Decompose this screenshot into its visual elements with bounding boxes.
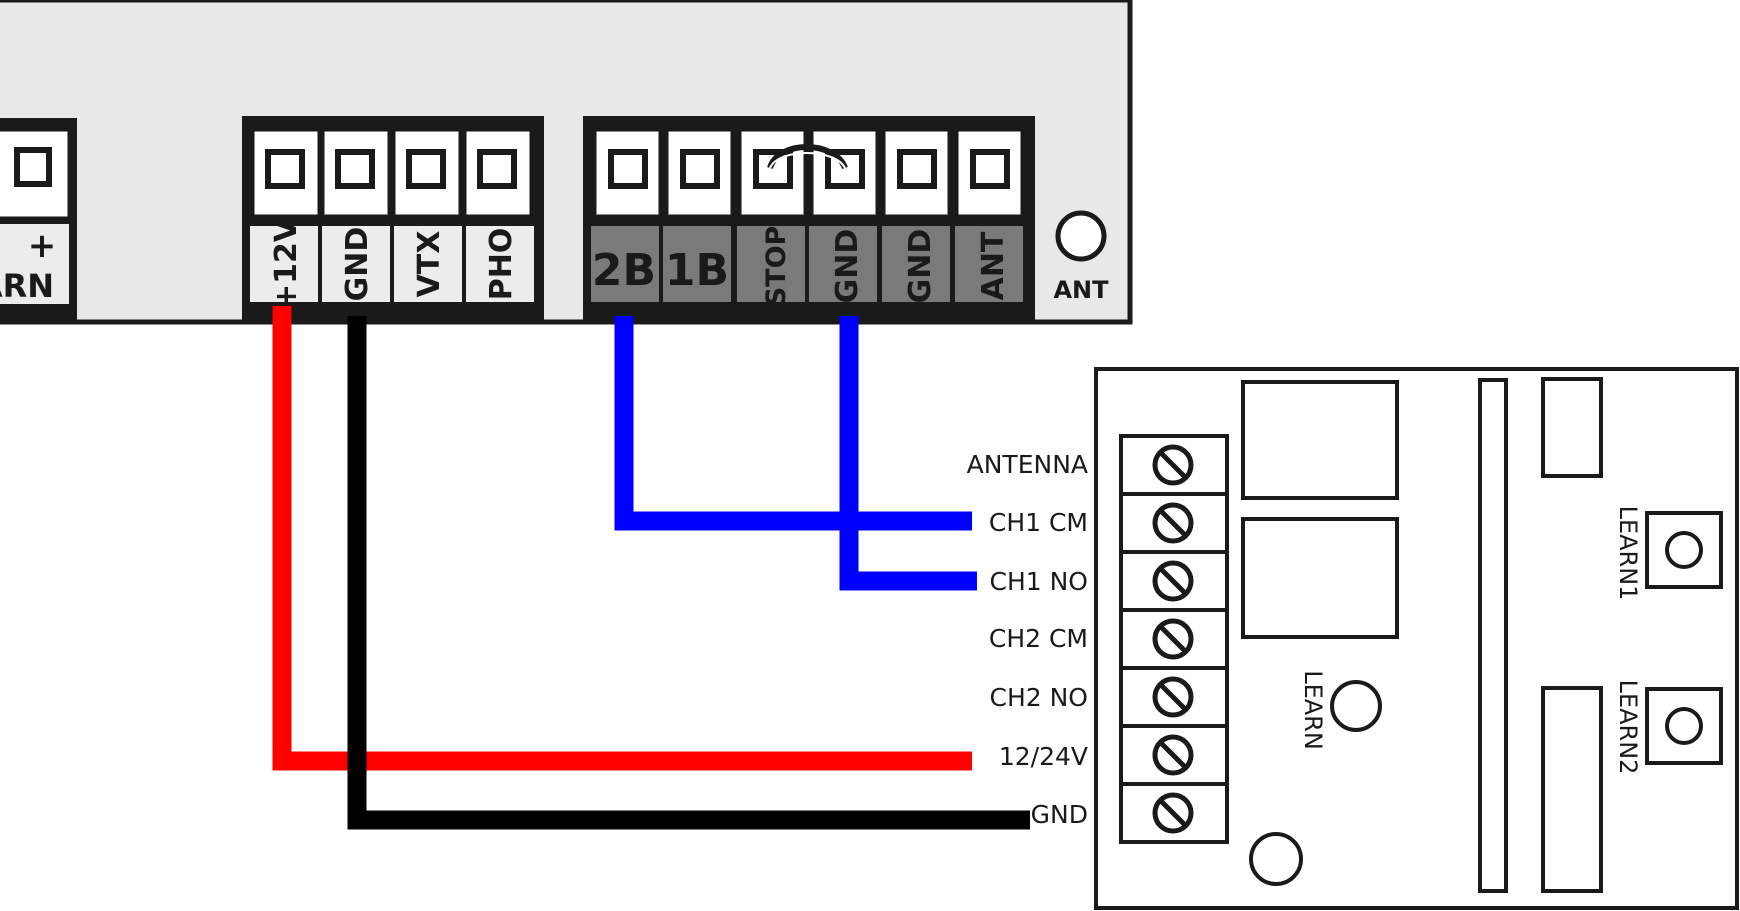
receiver-label-ch2-no: CH2 NO xyxy=(990,683,1089,712)
wire-red-12v xyxy=(272,306,972,771)
learn-label: LEARN xyxy=(1299,670,1327,750)
terminal-label-gnd-bg xyxy=(322,226,390,302)
wire-black-gnd xyxy=(347,316,1030,830)
learn1-label: LEARN1 xyxy=(1614,506,1642,601)
receiver-label-ch2-cm: CH2 CM xyxy=(989,624,1088,653)
left-terminal-fragment: + ARN xyxy=(0,118,77,322)
control-screw-row xyxy=(593,128,1024,218)
terminal-label-2b: 2B xyxy=(592,245,656,296)
learn2-button xyxy=(1665,707,1703,745)
relay-2 xyxy=(1241,517,1399,639)
left-fragment-plus: + xyxy=(28,226,57,266)
left-fragment-label: ARN xyxy=(0,267,54,305)
learn2-switch xyxy=(1645,687,1723,765)
relay-1 xyxy=(1241,380,1399,500)
ant-hole-label: ANT xyxy=(1053,276,1109,304)
control-terminal-block: 2B 1B STOP GND GND ANT xyxy=(583,116,1035,322)
learn1-button xyxy=(1665,531,1703,569)
terminal-label-1b: 1B xyxy=(665,245,729,296)
mount-hole xyxy=(1249,832,1303,886)
receiver-label-gnd: GND xyxy=(1031,800,1088,829)
receiver-terminal-block xyxy=(1119,434,1229,844)
receiver-label-ch1-cm: CH1 CM xyxy=(989,508,1088,537)
learn-button xyxy=(1330,680,1382,732)
terminal-label-gnd: GND xyxy=(340,227,375,302)
receiver-label-antenna: ANTENNA xyxy=(967,450,1088,479)
power-terminal-block: +12V GND VTX PHO xyxy=(242,116,544,322)
terminal-label-ant: ANT xyxy=(976,231,1011,300)
learn2-label: LEARN2 xyxy=(1614,680,1642,775)
terminal-label-2b-bg xyxy=(591,226,659,302)
terminal-label-plus12v-bg xyxy=(250,226,318,302)
terminal-label-vtx: VTX xyxy=(412,231,447,298)
receiver-label-ch1-no: CH1 NO xyxy=(990,567,1089,596)
wire-blue-2b-ch1cm xyxy=(614,316,972,531)
receiver-label-12-24v: 12/24V xyxy=(999,742,1088,771)
terminal-label-gnd-b: GND xyxy=(830,229,865,304)
terminal-label-plus12v: +12V xyxy=(269,218,304,309)
terminal-label-vtx-bg xyxy=(394,226,462,302)
terminal-label-gnd2-bg xyxy=(809,226,877,302)
terminal-label-gnd-c: GND xyxy=(903,229,938,304)
terminal-label-gnd3-bg xyxy=(882,226,950,302)
component-top-right xyxy=(1541,377,1603,478)
terminal-label-pho: PHO xyxy=(484,228,519,301)
terminal-label-stop: STOP xyxy=(761,226,792,307)
terminal-label-ant-bg xyxy=(955,226,1023,302)
stop-gnd-jumper xyxy=(767,144,848,170)
terminal-label-1b-bg xyxy=(663,226,731,302)
wires xyxy=(272,306,1030,830)
power-screw-row xyxy=(251,128,533,218)
header-strip xyxy=(1478,378,1508,893)
component-bottom-right xyxy=(1541,686,1603,893)
receiver-screws xyxy=(1152,444,1194,834)
terminal-label-stop-bg xyxy=(737,226,805,302)
controller-board: + ARN +12V GND VTX PHO xyxy=(0,0,1133,325)
ant-hole xyxy=(1055,210,1107,262)
wire-blue-gnd-ch1no xyxy=(839,316,977,591)
receiver-board: ANTENNA CH1 CM CH1 NO CH2 CM CH2 NO 12/2… xyxy=(967,367,1739,910)
terminal-label-pho-bg xyxy=(466,226,534,302)
